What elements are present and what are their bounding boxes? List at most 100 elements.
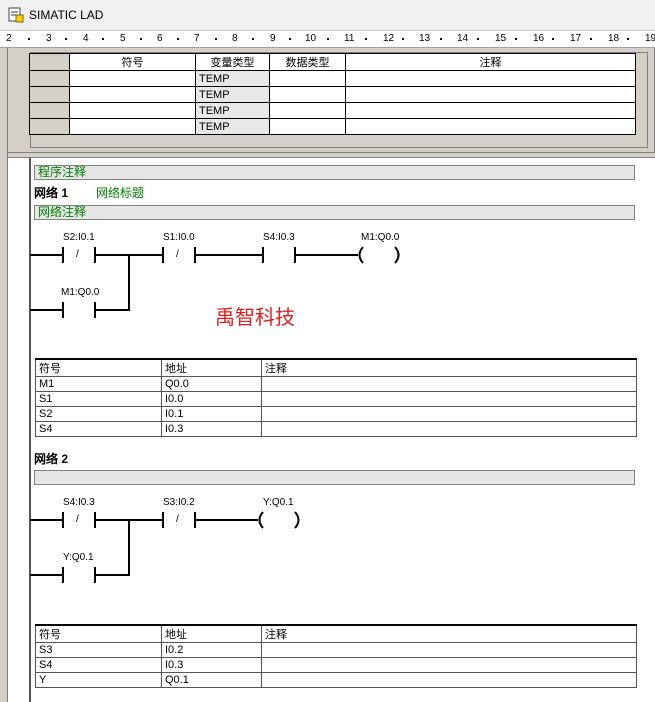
var-type-cell: TEMP [195,118,270,135]
ruler-mark: 5 [120,33,126,44]
ruler-mark: 8 [232,33,238,44]
contact-label-s1[interactable]: S1:I0.0 [163,232,195,243]
row-header[interactable] [29,70,70,87]
coil-label-y[interactable]: Y:Q0.1 [263,497,294,508]
symbol-cell: S1 [35,391,162,407]
col-header-comment: 注释 [261,624,637,643]
coil-left-arc [258,511,264,529]
var-type-cell: TEMP [195,70,270,87]
row-header[interactable] [29,118,70,135]
col-header-comment[interactable]: 注释 [345,53,636,71]
ruler-mark: 3 [46,33,52,44]
variable-table: 符号 变量类型 数据类型 注释 TEMP TEMP TEMP TEMP [29,53,636,135]
contact-label-s2[interactable]: S2:I0.1 [63,232,95,243]
address-cell: Q0.1 [161,672,262,688]
var-type-cell: TEMP [195,86,270,103]
col-header-comment: 注释 [261,358,637,377]
network-1-label: 网络 1 [34,186,69,200]
data-type-cell[interactable] [269,118,346,135]
data-type-cell[interactable] [269,102,346,119]
contact-label-s4[interactable]: S4:I0.3 [263,232,295,243]
comment-cell [261,672,637,688]
coil-left-arc [358,246,364,264]
contact-label-m1[interactable]: M1:Q0.0 [61,287,100,298]
network-1-ladder: S2:I0.1 S1:I0.0 / / S4:I0.3 M1:Q0.0 M1:Q… [0,228,655,328]
comment-cell [261,642,637,658]
nc-symbol: / [76,249,79,260]
col-header-symbol: 符号 [35,358,162,377]
left-margin [0,158,8,702]
contact-label-s3[interactable]: S3:I0.2 [163,497,195,508]
title-bar: SIMATIC LAD [0,0,655,30]
ruler-mark: 15 [495,33,507,44]
address-cell: I0.0 [161,391,262,407]
symbol-cell: S2 [35,406,162,422]
symbol-cell: S4 [35,421,162,437]
comment-cell[interactable] [345,102,636,119]
contact-label-y[interactable]: Y:Q0.1 [63,552,94,563]
col-header-address: 地址 [161,624,262,643]
col-header-symbol[interactable]: 符号 [69,53,196,71]
ruler-mark: 18 [608,33,620,44]
table-header-row: 符号 地址 注释 [35,624,637,643]
coil-right-arc [394,246,400,264]
ruler-mark: 2 [6,33,12,44]
lad-editor: 程序注释 网络 1 网络标题 网络注释 [0,158,655,702]
nc-symbol: / [176,249,179,260]
lad-editor-icon [8,7,24,23]
symbol-cell[interactable] [69,86,196,103]
network-2-symbol-table: 符号 地址 注释 S3 I0.2 S4 I0.3 Y Q0.1 [35,624,637,688]
ruler-mark: 16 [533,33,545,44]
comment-cell[interactable] [345,118,636,135]
program-comment[interactable]: 程序注释 [34,165,635,180]
comment-cell [261,406,637,422]
network-2-label: 网络 2 [34,452,69,466]
data-type-cell[interactable] [269,70,346,87]
address-cell: I0.1 [161,406,262,422]
comment-cell [261,657,637,673]
table-row: S1 I0.0 [35,391,637,407]
ruler-mark: 12 [383,33,395,44]
network-2-diagram [30,511,300,583]
col-header-var-type[interactable]: 变量类型 [195,53,270,71]
window-title: SIMATIC LAD [29,8,104,22]
table-row: S4 I0.3 [35,421,637,437]
symbol-cell[interactable] [69,70,196,87]
coil-right-arc [294,511,300,529]
network-2-ladder: S4:I0.3 / S3:I0.2 / Y:Q0.1 Y:Q0.1 [0,493,655,593]
network-2-comment[interactable] [34,470,635,485]
network-1-title[interactable]: 网络标题 [96,186,145,200]
pane-splitter[interactable] [8,152,655,158]
ruler-mark: 13 [419,33,431,44]
ruler-mark: 7 [194,33,200,44]
address-cell: I0.3 [161,421,262,437]
comment-cell [261,376,637,392]
var-type-cell: TEMP [195,102,270,119]
left-margin [0,48,8,158]
row-header[interactable] [29,86,70,103]
comment-cell[interactable] [345,86,636,103]
comment-cell[interactable] [345,70,636,87]
table-header-row: 符号 地址 注释 [35,358,637,377]
symbol-cell: M1 [35,376,162,392]
symbol-cell[interactable] [69,118,196,135]
col-header-address: 地址 [161,358,262,377]
ruler-mark: 6 [157,33,163,44]
contact-label-s4[interactable]: S4:I0.3 [63,497,95,508]
ruler-mark: 10 [305,33,317,44]
ruler-mark: 11 [344,33,355,44]
comment-cell [261,421,637,437]
data-type-cell[interactable] [269,86,346,103]
symbol-cell[interactable] [69,102,196,119]
network-1-comment[interactable]: 网络注释 [34,205,635,220]
table-row: TEMP [29,118,636,135]
coil-label-m1[interactable]: M1:Q0.0 [361,232,400,243]
symbol-cell: S3 [35,642,162,658]
ruler-mark: 14 [457,33,469,44]
table-row: TEMP [29,102,636,119]
ruler-mark: 4 [83,33,89,44]
row-header-corner [29,53,70,71]
col-header-data-type[interactable]: 数据类型 [269,53,346,71]
ruler-mark: 9 [270,33,276,44]
row-header[interactable] [29,102,70,119]
